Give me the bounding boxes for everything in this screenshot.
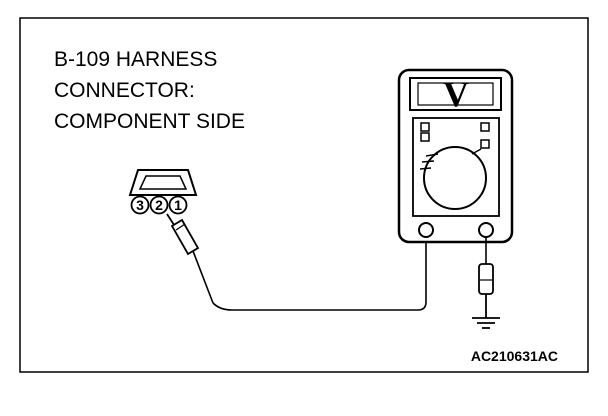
dial-tick-2 xyxy=(421,160,435,163)
ground-symbol-icon xyxy=(472,317,500,329)
range-indicator-2 xyxy=(480,139,490,149)
connector-label-line-3: COMPONENT SIDE xyxy=(54,110,245,133)
probe-body xyxy=(170,218,200,256)
voltmeter-icon: V xyxy=(397,68,514,244)
pin-label-1: 1 xyxy=(174,197,182,213)
pin-label-2: 2 xyxy=(155,197,163,213)
range-indicator-1 xyxy=(480,122,490,132)
connector-pin-1 xyxy=(168,195,188,215)
figure-frame xyxy=(19,17,589,373)
voltmeter-display-inner xyxy=(417,82,494,106)
voltmeter-jack-right xyxy=(478,222,494,238)
ground-probe xyxy=(478,236,494,318)
connector-pin-3 xyxy=(130,195,150,215)
connector-pin-2 xyxy=(149,195,169,215)
mode-indicator-1 xyxy=(420,122,430,132)
dial-tick-1 xyxy=(425,153,439,157)
voltmeter-display-text: V xyxy=(443,74,469,114)
connector-label-line-2: CONNECTOR: xyxy=(54,79,195,102)
test-lead-wire xyxy=(212,236,427,311)
probe-lead-start xyxy=(192,250,214,304)
probe-grip-line xyxy=(175,223,186,231)
mode-indicator-2 xyxy=(420,132,430,142)
dial-tick-4 xyxy=(471,148,482,155)
voltmeter-jack-left xyxy=(418,222,434,238)
connector-housing-inner xyxy=(138,175,188,190)
ground-probe-body xyxy=(478,263,494,295)
voltmeter-dial xyxy=(423,146,487,210)
connector-probe xyxy=(166,213,214,304)
figure-code: AC210631AC xyxy=(471,348,558,364)
pin-label-3: 3 xyxy=(136,197,144,213)
connector-label-line-1: B-109 HARNESS xyxy=(54,48,217,71)
harness-connector: 3 2 1 xyxy=(128,169,198,215)
dial-tick-3 xyxy=(419,167,432,170)
